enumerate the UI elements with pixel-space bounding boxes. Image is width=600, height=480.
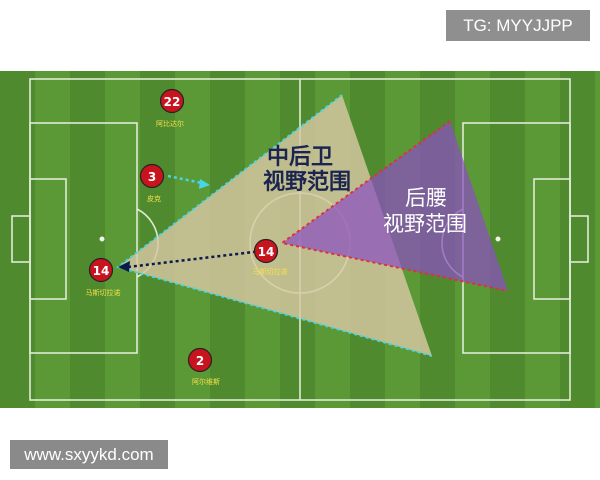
player-number: 3 bbox=[148, 170, 156, 184]
defensive-mid-vision-outline bbox=[279, 120, 509, 292]
defensive-mid-vision-zone bbox=[282, 121, 508, 291]
player-marker-2: 2 阿尔维斯 bbox=[187, 347, 220, 386]
football-pitch: 中后卫 视野范围 后腰 视野范围 22 阿比达尔 3 皮克 14 马斯切拉诺 1… bbox=[0, 71, 600, 408]
player-name: 马斯切拉诺 bbox=[86, 288, 121, 297]
player-marker-22: 22 阿比达尔 bbox=[156, 88, 185, 128]
player-marker-14-center-back: 14 马斯切拉诺 bbox=[86, 257, 121, 297]
center-back-vision-zone bbox=[118, 95, 432, 356]
pass-line bbox=[127, 249, 263, 269]
player-name: 马斯切拉诺 bbox=[253, 267, 288, 276]
pass-arrowhead bbox=[118, 261, 130, 272]
player-number: 14 bbox=[258, 245, 275, 259]
player-number: 2 bbox=[196, 354, 204, 368]
player-name: 皮克 bbox=[147, 194, 161, 203]
player-name: 阿比达尔 bbox=[156, 119, 184, 128]
site-watermark: www.sxyykd.com bbox=[10, 440, 168, 469]
center-back-zone-label-line2: 视野范围 bbox=[263, 169, 351, 195]
player-number: 14 bbox=[93, 264, 110, 278]
tg-badge: TG: MYYJJPP bbox=[446, 10, 590, 41]
player-name: 阿尔维斯 bbox=[192, 377, 220, 386]
movement-arrowhead bbox=[199, 179, 210, 189]
defensive-mid-zone-label-line2: 视野范围 bbox=[383, 212, 467, 236]
defensive-mid-zone-label-line1: 后腰 bbox=[405, 186, 447, 210]
player-marker-14-defensive-mid: 14 马斯切拉诺 bbox=[253, 238, 288, 276]
player-marker-3: 3 皮克 bbox=[139, 163, 165, 203]
player-number: 22 bbox=[164, 95, 181, 109]
center-back-zone-label-line1: 中后卫 bbox=[267, 145, 333, 170]
